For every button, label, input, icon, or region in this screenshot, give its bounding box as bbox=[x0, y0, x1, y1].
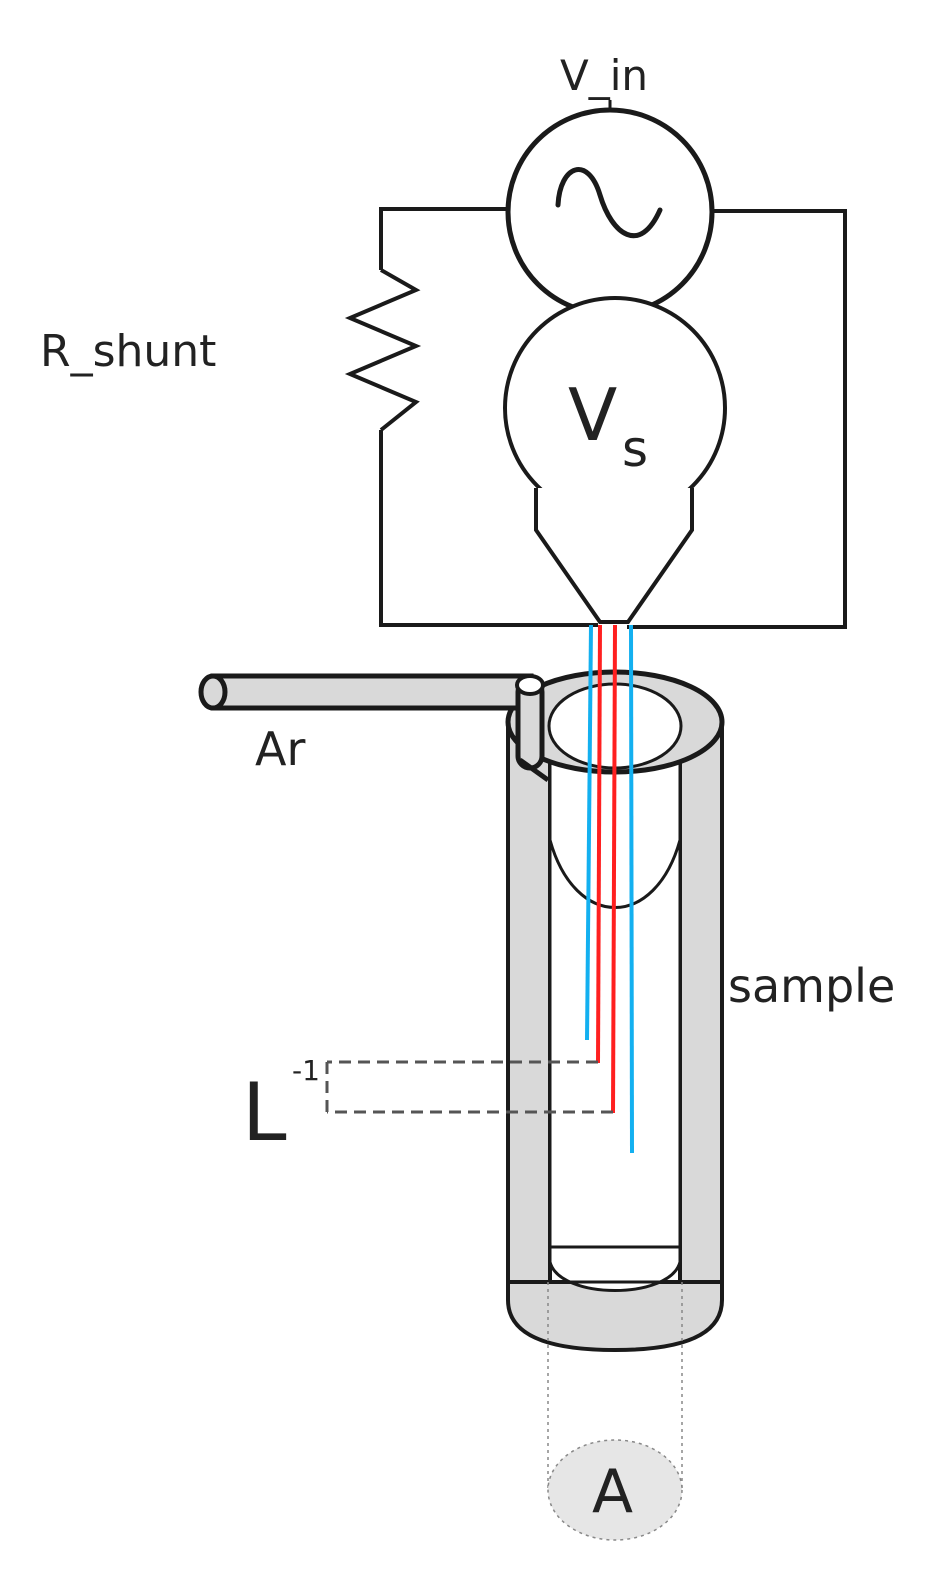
voltmeter-base bbox=[534, 488, 694, 624]
sine-wave-icon bbox=[555, 167, 663, 239]
ac-source-circle bbox=[505, 107, 715, 317]
probe-wires bbox=[585, 624, 634, 1154]
sample-label: sample bbox=[728, 959, 895, 1013]
l-superscript-label: -1 bbox=[292, 1054, 320, 1087]
probe-blue-right bbox=[629, 624, 634, 1154]
area-indicator bbox=[547, 1282, 683, 1541]
r-shunt-label: R_shunt bbox=[40, 326, 216, 377]
sample-tube-wall-right bbox=[678, 720, 724, 1284]
l-label: L bbox=[242, 1066, 287, 1159]
voltmeter-v-label: V bbox=[568, 373, 617, 457]
argon-inlet-pipe bbox=[198, 673, 550, 783]
area-label: A bbox=[592, 1457, 633, 1527]
ar-label: Ar bbox=[255, 722, 305, 776]
voltmeter-sub-label: s bbox=[622, 420, 648, 478]
v-in-label: V_in bbox=[560, 51, 648, 100]
area-ellipse bbox=[547, 1439, 683, 1541]
probe-red-right bbox=[611, 624, 617, 1114]
sample-tube-wall-left bbox=[506, 720, 552, 1284]
probe-blue-left bbox=[585, 624, 593, 1041]
length-indicator bbox=[325, 1060, 613, 1114]
sample-tube-bottom bbox=[506, 1280, 724, 1353]
circuit-wires bbox=[379, 207, 847, 629]
shunt-resistor bbox=[344, 268, 422, 432]
probe-red-left bbox=[596, 624, 602, 1064]
